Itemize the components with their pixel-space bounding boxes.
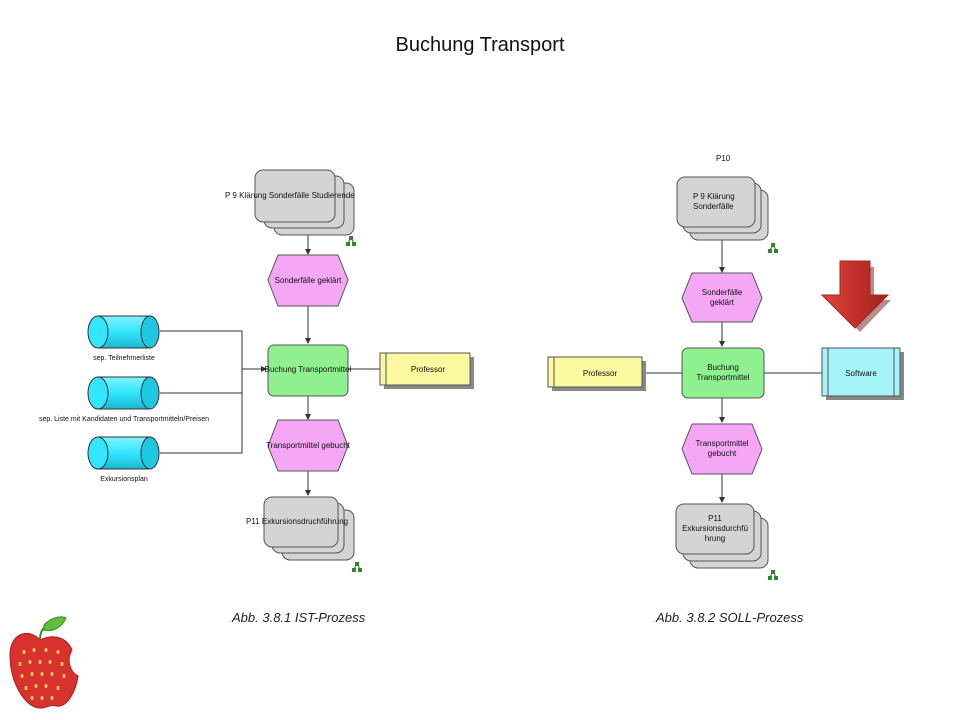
ist-function-buchung[interactable]: Buchung Transportmittel (265, 344, 352, 397)
page-title: Buchung Transport (395, 34, 565, 56)
soll-process-bottom-line1: P11 (708, 514, 722, 523)
soll-event-1-line1: Sonderfälle (702, 288, 743, 297)
ist-data-teilnehmerliste[interactable]: sep. Teilnehmerliste (87, 315, 160, 362)
ist-data-2-label: sep. Liste mit Kandidaten und Transportm… (39, 416, 209, 423)
soll-event-gebucht[interactable]: Transportmittel gebucht (681, 423, 763, 475)
process-link-icon (768, 570, 778, 580)
soll-event-2-line2: gebucht (708, 449, 737, 458)
ist-role-label: Professor (411, 365, 446, 374)
soll-connectors (646, 226, 822, 503)
ist-process-top-label: P 9 Klärung Sonderfälle Studierende (225, 191, 355, 200)
ist-diagram: P 9 Klärung Sonderfälle Studierende Sond… (39, 169, 474, 572)
soll-process-top[interactable]: P 9 Klärung Sonderfälle (676, 176, 769, 241)
soll-caption: Abb. 3.8.2 SOLL-Prozess (656, 610, 804, 625)
soll-role-professor[interactable]: Professor (547, 356, 646, 391)
soll-event-sonderfaelle[interactable]: Sonderfälle geklärt (681, 272, 763, 323)
ist-data-3-label: Exkursionsplan (100, 476, 148, 483)
ist-event-sonderfaelle[interactable]: Sonderfälle geklärt (267, 254, 349, 307)
soll-role-label: Professor (583, 369, 618, 378)
ist-caption: Abb. 3.8.1 IST-Prozess (232, 610, 366, 625)
ist-event-2-label: Transportmittel gebucht (266, 441, 351, 450)
process-link-icon (352, 562, 362, 572)
soll-system-label: Software (845, 369, 877, 378)
strawberry-apple-logo (9, 616, 79, 709)
ist-process-bottom-label: P11 Exkursionsdruchführung (246, 517, 348, 526)
soll-process-bottom-line2: Exkursionsdurchfü (682, 524, 748, 533)
ist-process-top[interactable]: P 9 Klärung Sonderfälle Studierende (225, 169, 355, 236)
process-link-icon (346, 236, 356, 246)
ist-process-bottom[interactable]: P11 Exkursionsdruchführung (246, 496, 355, 561)
connector (160, 369, 243, 454)
connector (160, 369, 243, 394)
connector (160, 330, 268, 370)
soll-function-line2: Transportmittel (696, 373, 749, 382)
soll-system-software[interactable]: Software (821, 347, 904, 400)
soll-process-bottom[interactable]: P11 Exkursionsdurchfü hrung (675, 503, 769, 569)
soll-diagram: P10 P 9 Klärung Sonderfälle S (547, 154, 904, 580)
ist-event-gebucht[interactable]: Transportmittel gebucht (266, 419, 351, 472)
soll-event-2-line1: Transportmittel (695, 439, 748, 448)
ist-connectors (160, 234, 380, 496)
ist-role-professor[interactable]: Professor (379, 352, 474, 389)
ist-event-1-label: Sonderfälle geklärt (275, 276, 342, 285)
process-link-icon (768, 243, 778, 253)
ist-data-kandidaten[interactable]: sep. Liste mit Kandidaten und Transportm… (39, 376, 209, 423)
ist-data-exkursionsplan[interactable]: Exkursionsplan (87, 436, 160, 483)
ist-data-1-label: sep. Teilnehmerliste (93, 355, 155, 362)
ist-function-label: Buchung Transportmittel (265, 365, 352, 374)
soll-process-bottom-line3: hrung (705, 534, 725, 543)
soll-function-line1: Buchung (707, 363, 739, 372)
soll-process-id: P10 (716, 154, 731, 163)
soll-event-1-line2: geklärt (710, 298, 735, 307)
soll-process-top-line2: Sonderfälle (693, 202, 734, 211)
soll-function-buchung[interactable]: Buchung Transportmittel (681, 347, 765, 399)
red-down-arrow-icon (820, 260, 891, 332)
soll-process-top-line1: P 9 Klärung (693, 192, 735, 201)
